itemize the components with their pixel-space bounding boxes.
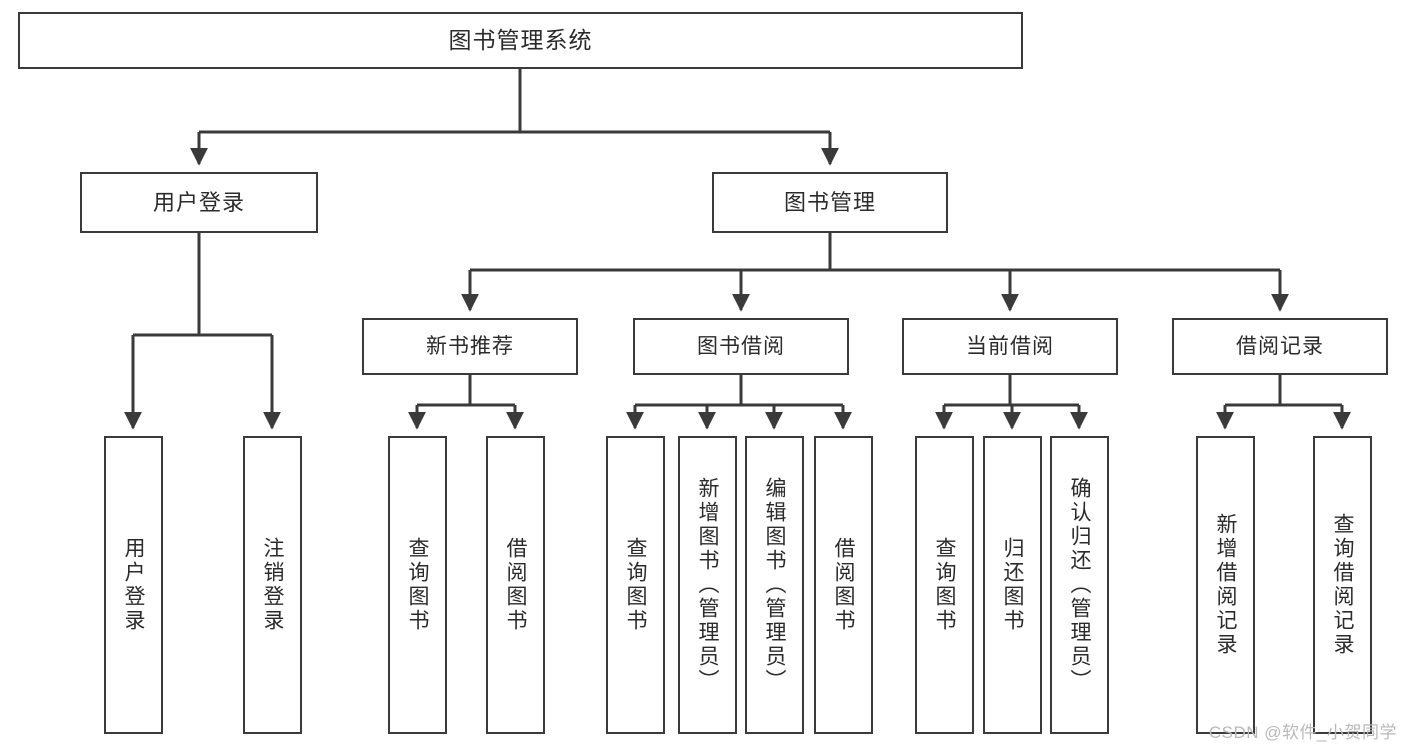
node-book-manage-label: 图书管理 — [783, 189, 876, 215]
node-borrow-book-2[interactable]: 借阅图书 — [814, 436, 873, 734]
node-add-book-admin-label: 新增图书（管理员） — [696, 477, 719, 693]
node-book-borrow-label: 图书借阅 — [697, 335, 785, 358]
node-new-book-recommend[interactable]: 新书推荐 — [362, 318, 578, 375]
node-user-login-label: 用户登录 — [152, 189, 245, 215]
node-add-borrow-record-label: 新增借阅记录 — [1214, 513, 1237, 657]
node-new-book-recommend-label: 新书推荐 — [426, 335, 514, 358]
node-book-borrow[interactable]: 图书借阅 — [633, 318, 849, 375]
node-query-book-1[interactable]: 查询图书 — [388, 436, 447, 734]
node-query-book-3[interactable]: 查询图书 — [915, 436, 974, 734]
node-borrow-record[interactable]: 借阅记录 — [1172, 318, 1388, 375]
node-book-manage[interactable]: 图书管理 — [712, 172, 948, 233]
node-query-book-3-label: 查询图书 — [933, 537, 956, 633]
node-add-book-admin[interactable]: 新增图书（管理员） — [678, 436, 737, 734]
node-user-logout-action-label: 注销登录 — [261, 537, 284, 633]
node-confirm-return-admin[interactable]: 确认归还（管理员） — [1050, 436, 1109, 734]
node-query-book-1-label: 查询图书 — [406, 537, 429, 633]
node-current-borrow-label: 当前借阅 — [966, 335, 1054, 358]
node-confirm-return-admin-label: 确认归还（管理员） — [1068, 477, 1091, 693]
node-add-borrow-record[interactable]: 新增借阅记录 — [1196, 436, 1255, 734]
node-borrow-record-label: 借阅记录 — [1236, 335, 1324, 358]
node-borrow-book-2-label: 借阅图书 — [832, 537, 855, 633]
watermark-text: CSDN @软件_小贺同学 — [1208, 723, 1397, 742]
node-root[interactable]: 图书管理系统 — [18, 12, 1023, 69]
node-return-book-label: 归还图书 — [1001, 537, 1024, 633]
node-query-borrow-record[interactable]: 查询借阅记录 — [1313, 436, 1372, 734]
node-current-borrow[interactable]: 当前借阅 — [902, 318, 1118, 375]
node-borrow-book-1[interactable]: 借阅图书 — [486, 436, 545, 734]
node-root-label: 图书管理系统 — [448, 27, 593, 53]
node-user-login-action[interactable]: 用户登录 — [104, 436, 163, 734]
node-edit-book-admin[interactable]: 编辑图书（管理员） — [745, 436, 804, 734]
node-edit-book-admin-label: 编辑图书（管理员） — [763, 477, 786, 693]
node-query-book-2-label: 查询图书 — [624, 537, 647, 633]
node-user-login-action-label: 用户登录 — [122, 537, 145, 633]
node-query-borrow-record-label: 查询借阅记录 — [1331, 513, 1354, 657]
node-borrow-book-1-label: 借阅图书 — [504, 537, 527, 633]
node-return-book[interactable]: 归还图书 — [983, 436, 1042, 734]
node-user-logout-action[interactable]: 注销登录 — [243, 436, 302, 734]
node-query-book-2[interactable]: 查询图书 — [606, 436, 665, 734]
node-user-login[interactable]: 用户登录 — [80, 172, 318, 233]
